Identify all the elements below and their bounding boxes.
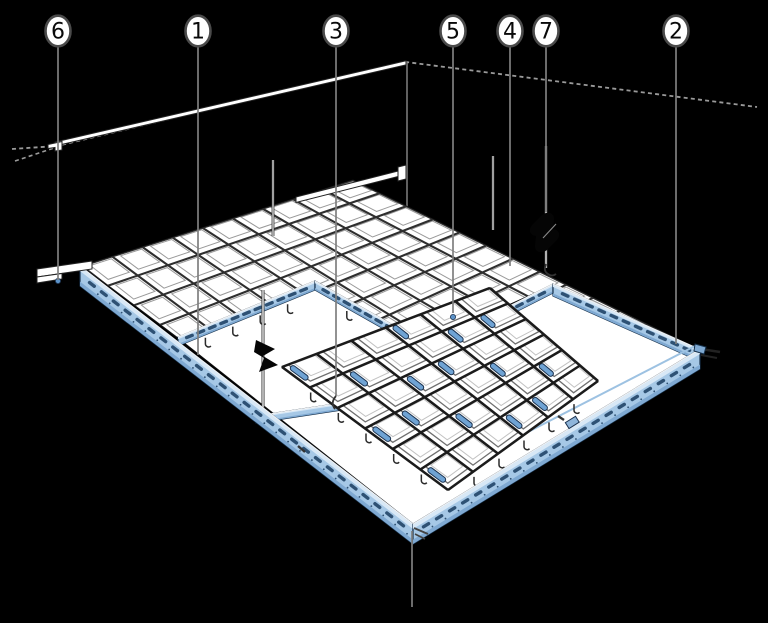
callout-4: 4 xyxy=(496,14,524,48)
callout-5: 5 xyxy=(439,14,467,48)
callout-leaders xyxy=(57,44,677,410)
callout-1: 1 xyxy=(184,14,212,48)
corner-connector xyxy=(693,343,707,355)
main-ceiling-grid xyxy=(80,164,701,351)
perimeter-channels xyxy=(36,260,701,545)
callout-7: 7 xyxy=(532,14,560,48)
callout-label: 4 xyxy=(503,20,517,45)
callout-3: 3 xyxy=(322,14,350,48)
callout-label: 3 xyxy=(329,20,343,45)
step-channel-a xyxy=(177,280,316,347)
callout-label: 6 xyxy=(51,20,65,45)
callout-2: 2 xyxy=(662,14,690,48)
callout-label: 2 xyxy=(669,20,683,45)
lower-cloud-grid xyxy=(280,286,599,492)
hanger-adjuster-clip xyxy=(529,212,560,253)
callout-label: 5 xyxy=(446,20,460,45)
perimeter-channel-left xyxy=(79,265,414,545)
runner-beam-left xyxy=(36,260,93,278)
butterfly-clip xyxy=(254,340,278,372)
callout-label: 1 xyxy=(191,20,205,45)
perimeter-channel-right xyxy=(412,348,701,545)
callout-label: 7 xyxy=(539,20,553,45)
callout-6: 6 xyxy=(44,14,72,48)
